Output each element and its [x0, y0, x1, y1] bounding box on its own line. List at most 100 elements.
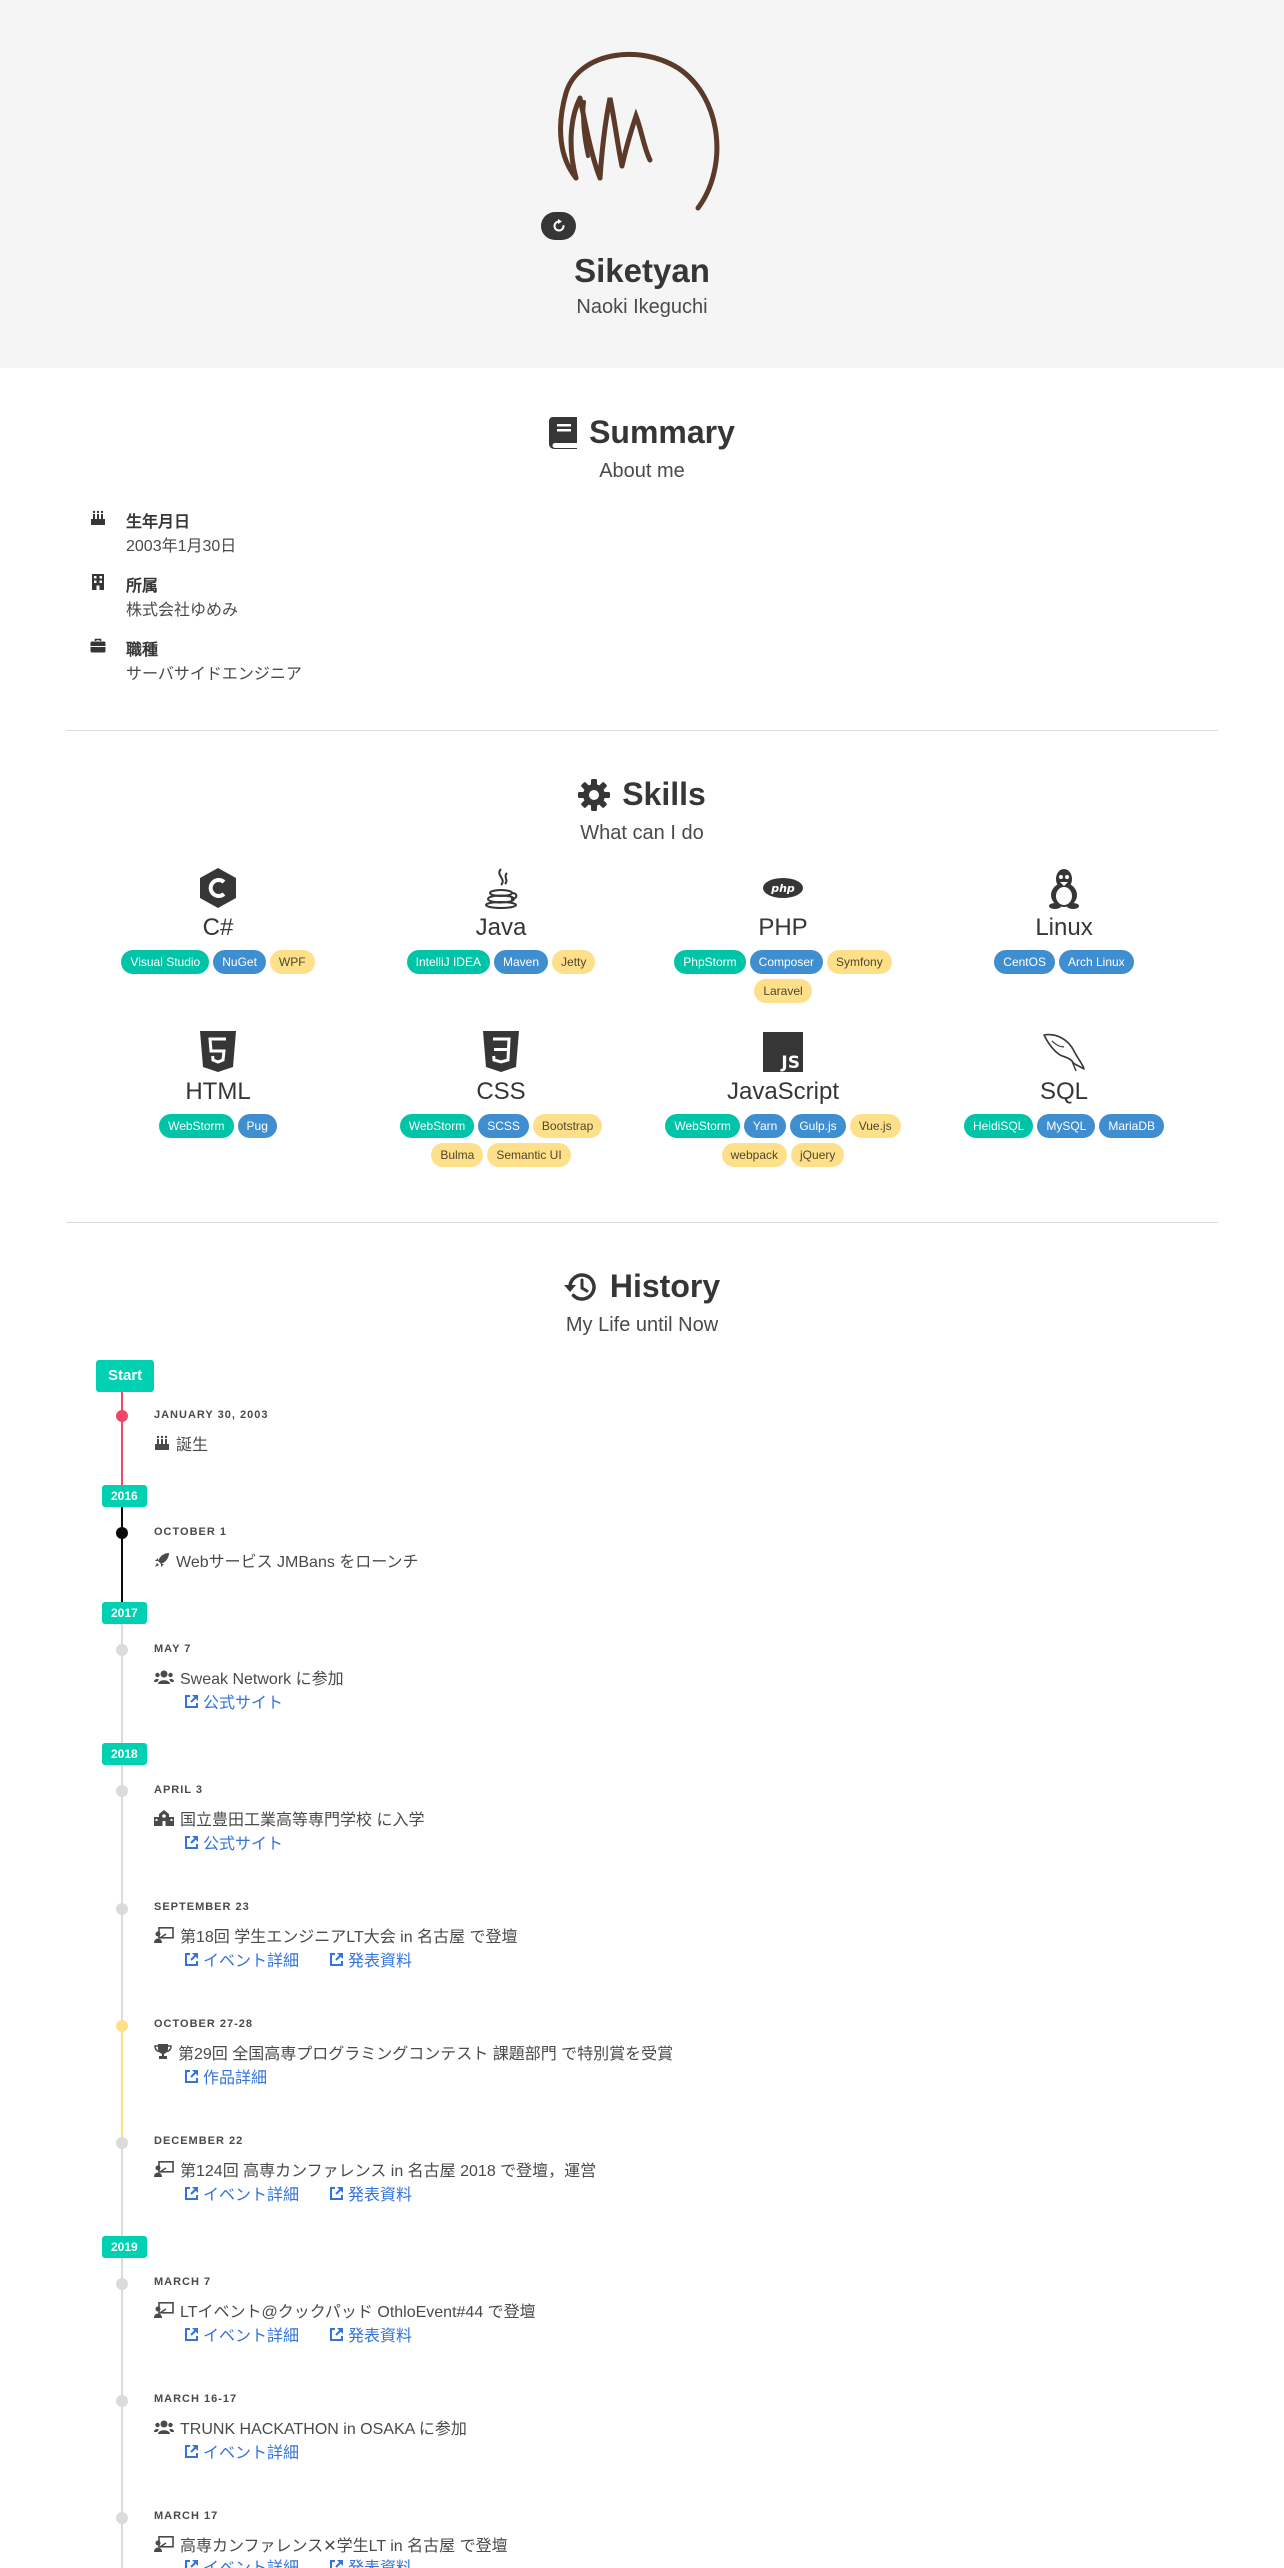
skill-tags: WebStorm Yarn Gulp.js Vue.js webpack jQu…: [658, 1114, 908, 1167]
school-icon: [154, 1810, 174, 1826]
skill-sql: SQL HeidiSQL MySQL MariaDB: [924, 1030, 1204, 1138]
event-details-link[interactable]: イベント詳細: [184, 2439, 299, 2463]
skill-tag[interactable]: Bulma: [431, 1143, 484, 1167]
skill-tag[interactable]: CentOS: [994, 950, 1055, 974]
skill-tag[interactable]: Gulp.js: [790, 1114, 846, 1138]
skill-tag[interactable]: Semantic UI: [487, 1143, 571, 1167]
history-subtitle: My Life until Now: [565, 1313, 719, 1336]
skill-tag[interactable]: WPF: [269, 950, 315, 974]
presenter-icon: [154, 2536, 174, 2552]
skill-tag[interactable]: MariaDB: [1099, 1114, 1165, 1138]
timeline-marker: [116, 1785, 128, 1797]
timeline-marker: [116, 2137, 128, 2149]
skill-css: CSS WebStorm SCSS Bootstrap Bulma Semant…: [361, 1030, 641, 1167]
event-text: LTイベント@クックパッド OthloEvent#44 で登壇: [154, 2298, 536, 2322]
svg-text:JS: JS: [780, 1053, 800, 1072]
event-links: イベント詳細 発表資料: [184, 2181, 412, 2205]
skill-tag[interactable]: jQuery: [791, 1143, 845, 1167]
event-date: MAY 7: [154, 1643, 192, 1655]
skill-tag[interactable]: Yarn: [743, 1114, 787, 1138]
link-label: イベント詳細: [203, 2445, 300, 2462]
slides-link[interactable]: 発表資料: [329, 2554, 412, 2568]
presenter-icon: [154, 2302, 174, 2318]
event-details-link[interactable]: イベント詳細: [184, 1947, 299, 1971]
css3-icon: [483, 1031, 519, 1072]
skills-title: Skills: [578, 776, 706, 813]
skill-tag[interactable]: Composer: [749, 950, 824, 974]
official-site-link[interactable]: 公式サイト: [184, 1830, 283, 1854]
skill-tag[interactable]: Bootstrap: [532, 1114, 603, 1138]
skill-tag[interactable]: PhpStorm: [674, 950, 746, 974]
link-label: 発表資料: [348, 1953, 413, 1970]
link-label: イベント詳細: [203, 2328, 300, 2345]
timeline-year-tag: 2017: [102, 1602, 147, 1624]
event-text: Webサービス JMBans をローンチ: [154, 1548, 419, 1572]
link-label: 公式サイト: [203, 1695, 284, 1712]
skill-php: php PHP PhpStorm Composer Symfony Larave…: [643, 866, 923, 1003]
event-links: 公式サイト: [184, 1830, 283, 1854]
event-text: Sweak Network に参加: [154, 1665, 344, 1689]
event-links: 作品詳細: [184, 2064, 267, 2088]
skill-name: SQL: [1039, 1078, 1089, 1105]
mysql-dolphin-icon: [1043, 1033, 1085, 1072]
slides-link[interactable]: 発表資料: [329, 1947, 412, 1971]
skill-tag[interactable]: WebStorm: [399, 1114, 475, 1138]
skill-tag[interactable]: Symfony: [827, 950, 892, 974]
skill-tag[interactable]: NuGet: [213, 950, 266, 974]
external-link-icon: [185, 2327, 198, 2341]
external-link-icon: [330, 1952, 344, 1966]
link-label: イベント詳細: [203, 2554, 299, 2568]
linux-icon: [1049, 869, 1079, 909]
external-link-icon: [185, 1694, 198, 1708]
timeline-marker: [116, 2512, 128, 2524]
skill-tag[interactable]: IntelliJ IDEA: [406, 950, 490, 974]
skill-name: Linux: [1035, 914, 1093, 941]
timeline-marker: [116, 1644, 128, 1656]
trophy-icon: [154, 2044, 172, 2059]
event-date: MARCH 16-17: [154, 2393, 238, 2405]
skill-tags: CentOS Arch Linux: [939, 950, 1189, 974]
skill-javascript: JS JavaScript WebStorm Yarn Gulp.js Vue.…: [643, 1030, 923, 1167]
event-details-link[interactable]: イベント詳細: [184, 2181, 299, 2205]
skills-title-text: Skills: [622, 776, 706, 812]
history-title: History: [563, 1268, 720, 1305]
rotate-icon: [553, 219, 564, 232]
skill-tag[interactable]: Arch Linux: [1058, 950, 1134, 974]
event-date: OCTOBER 1: [154, 1526, 227, 1538]
building-icon: [92, 574, 104, 590]
event-details-link[interactable]: イベント詳細: [184, 2322, 299, 2346]
event-details-link[interactable]: イベント詳細: [184, 2554, 299, 2568]
event-text: 第124回 高専カンファレンス in 名古屋 2018 で登壇，運営: [154, 2157, 596, 2181]
skill-tag[interactable]: Maven: [493, 950, 549, 974]
event-links: イベント詳細: [184, 2439, 299, 2463]
skill-tag[interactable]: SCSS: [478, 1114, 529, 1138]
skill-tag[interactable]: Visual Studio: [121, 950, 210, 974]
timeline-line: [121, 2143, 123, 2568]
skill-tag[interactable]: Vue.js: [849, 1114, 901, 1138]
gear-icon: [578, 778, 611, 811]
external-link-icon: [185, 1835, 198, 1849]
work-details-link[interactable]: 作品詳細: [184, 2064, 267, 2088]
skill-tag[interactable]: Laravel: [754, 979, 812, 1003]
skill-tag[interactable]: WebStorm: [665, 1114, 740, 1138]
skill-tag[interactable]: WebStorm: [159, 1114, 234, 1138]
event-text: 国立豊田工業高等専門学校 に入学: [154, 1806, 424, 1830]
summary-label: 所属: [126, 578, 159, 595]
official-site-link[interactable]: 公式サイト: [184, 1689, 283, 1713]
skill-name: JavaScript: [726, 1078, 840, 1105]
slides-link[interactable]: 発表資料: [329, 2181, 412, 2205]
summary-subtitle: About me: [599, 459, 685, 482]
summary-label: 職種: [126, 642, 159, 659]
event-links: イベント詳細 発表資料: [184, 1947, 412, 1971]
skill-tag[interactable]: webpack: [721, 1143, 788, 1167]
skill-tag[interactable]: Jetty: [552, 950, 596, 974]
timeline-year-tag: 2018: [102, 1743, 147, 1765]
slides-link[interactable]: 発表資料: [329, 2322, 412, 2346]
skill-tag[interactable]: Pug: [237, 1114, 277, 1138]
skill-csharp: C# Visual Studio NuGet WPF: [78, 866, 358, 974]
avatar-refresh-button[interactable]: [541, 212, 576, 240]
section-divider: [66, 1222, 1218, 1223]
event-text: TRUNK HACKATHON in OSAKA に参加: [154, 2415, 467, 2439]
skill-tag[interactable]: HeidiSQL: [963, 1114, 1034, 1138]
skill-tag[interactable]: MySQL: [1037, 1114, 1096, 1138]
